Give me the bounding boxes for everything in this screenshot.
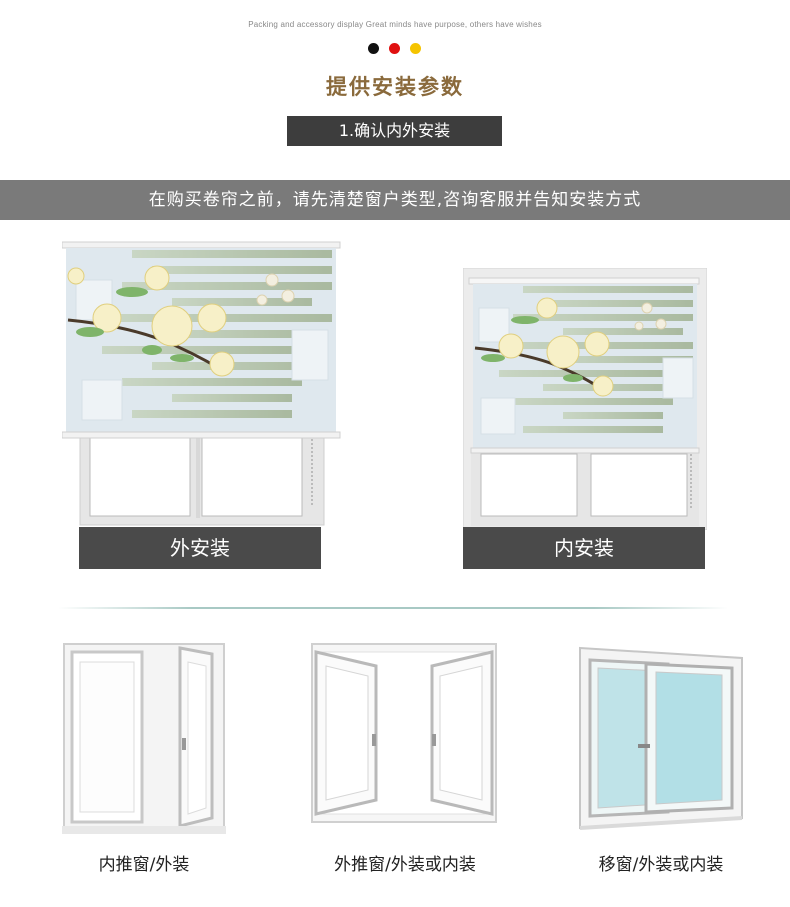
inside-install-label: 内安装 (463, 527, 705, 569)
info-banner: 在购买卷帘之前，请先清楚窗户类型,咨询客服并告知安装方式 (0, 180, 790, 220)
section-divider (58, 607, 728, 609)
step-label: 1.确认内外安装 (287, 116, 502, 146)
outside-install-image (62, 240, 342, 530)
outward-window-image (310, 642, 498, 824)
sliding-window-caption: 移窗/外装或内装 (598, 855, 724, 875)
dot-yellow (410, 43, 421, 54)
inward-window-caption: 内推窗/外装 (98, 855, 190, 875)
sliding-window-image (576, 642, 746, 834)
outward-window-caption: 外推窗/外装或内装 (334, 855, 476, 875)
dot-red (389, 43, 400, 54)
page-title: 提供安装参数 (326, 75, 464, 99)
inward-window-image (62, 642, 226, 834)
header-tagline: Packing and accessory display Great mind… (248, 20, 542, 29)
outside-install-label: 外安装 (79, 527, 321, 569)
dot-black (368, 43, 379, 54)
inside-install-image (463, 268, 707, 530)
